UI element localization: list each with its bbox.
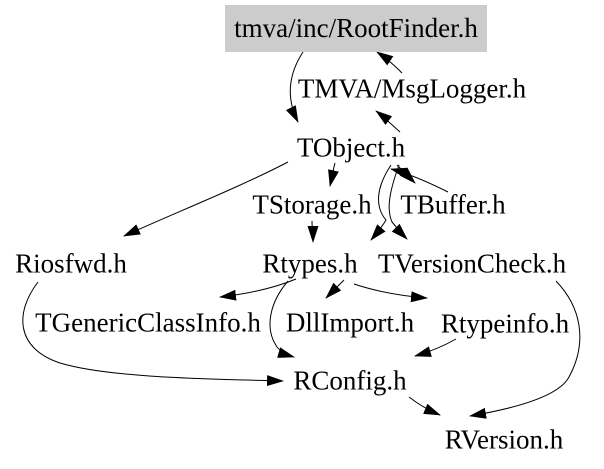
node-rconfig[interactable]: RConfig.h [293,365,407,396]
edge-rtypes-rconfig [269,280,295,358]
edge-riosfwd-rconfig [22,281,284,387]
node-rtypes[interactable]: Rtypes.h [262,248,358,279]
edge-tobject-tstorage [328,162,339,187]
edge-rootfinder-tobject [285,51,304,123]
edge-rconfig-rversion [408,396,441,416]
node-rootfinder[interactable]: tmva/inc/RootFinder.h [225,5,487,52]
edge-msglogger-rootfinder [376,51,403,74]
edge-rtypes-rtypeinfo [353,283,428,303]
node-rtypeinfo[interactable]: Rtypeinfo.h [440,308,570,339]
node-tbuffer[interactable]: TBuffer.h [400,189,506,220]
node-tversioncheck[interactable]: TVersionCheck.h [377,248,567,279]
node-msglogger[interactable]: TMVA/MsgLogger.h [297,73,527,104]
edge-tobject-riosfwd [123,161,289,237]
node-tobject[interactable]: TObject.h [296,132,406,163]
edge-rtypes-dllimport [325,279,345,299]
node-dllimport[interactable]: DllImport.h [285,307,415,338]
edge-tbuffer-tobject [390,167,449,193]
edge-tobject-tversioncheck [388,164,408,240]
node-tstorage[interactable]: TStorage.h [252,189,372,220]
edge-tobject-tbuffer [396,164,416,184]
edge-tobject-rtypes [370,164,392,241]
edge-rtypes-tgenericclassinfo [219,278,297,301]
node-rootfinder-label: tmva/inc/RootFinder.h [234,13,478,43]
edge-rtypeinfo-rconfig [414,338,457,357]
node-tgenericclassinfo[interactable]: TGenericClassInfo.h [35,307,261,338]
edge-tstorage-rtypes [307,220,319,243]
edge-tversioncheck-rversion [469,280,581,419]
edge-tobject-msglogger [375,110,401,133]
node-riosfwd[interactable]: Riosfwd.h [15,248,127,279]
node-rversion[interactable]: RVersion.h [444,424,564,455]
